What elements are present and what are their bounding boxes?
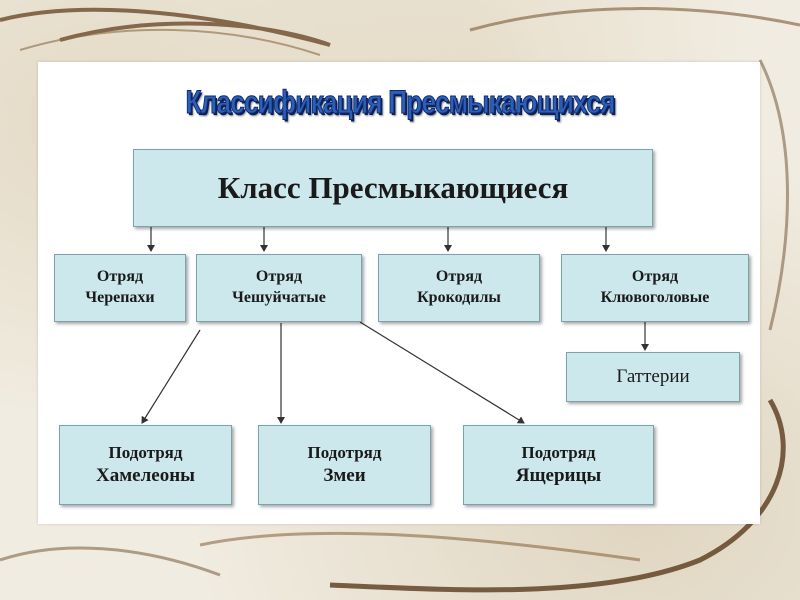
suborder-node-kind: Подотряд [307,442,382,462]
order-node-kind: Отряд [96,268,144,286]
suborder-node-chameleons: Подотряд Хамелеоны [59,425,232,505]
root-node-label: Класс Пресмыкающиеся [217,169,569,205]
root-node-class: Класс Пресмыкающиеся [133,149,653,227]
diagram-title: Классификация Пресмыкающихся [185,84,616,121]
order-node-kind: Отряд [435,268,483,286]
order-node-name: Чешуйчатые [232,289,326,306]
order-node-squamata: Отряд Чешуйчатые [196,254,362,322]
suborder-node-name: Хамелеоны [96,464,195,486]
order-node-beakheads: Отряд Клювоголовые [561,254,749,322]
suborder-node-kind: Подотряд [521,442,596,462]
order-node-crocodiles: Отряд Крокодилы [378,254,540,322]
family-node-label: Гаттерии [616,365,690,387]
suborder-node-lizards: Подотряд Ящерицы [463,425,654,505]
order-node-name: Крокодилы [417,289,501,306]
suborder-node-name: Змеи [323,464,366,486]
order-node-name: Клювоголовые [600,289,710,306]
order-node-kind: Отряд [631,268,679,286]
suborder-node-snakes: Подотряд Змеи [258,425,431,505]
order-node-kind: Отряд [255,268,303,286]
family-node-gatterii: Гаттерии [566,352,740,402]
suborder-node-name: Ящерицы [515,464,602,486]
order-node-turtles: Отряд Черепахи [54,254,186,322]
suborder-node-kind: Подотряд [108,442,183,462]
order-node-name: Черепахи [85,289,155,306]
